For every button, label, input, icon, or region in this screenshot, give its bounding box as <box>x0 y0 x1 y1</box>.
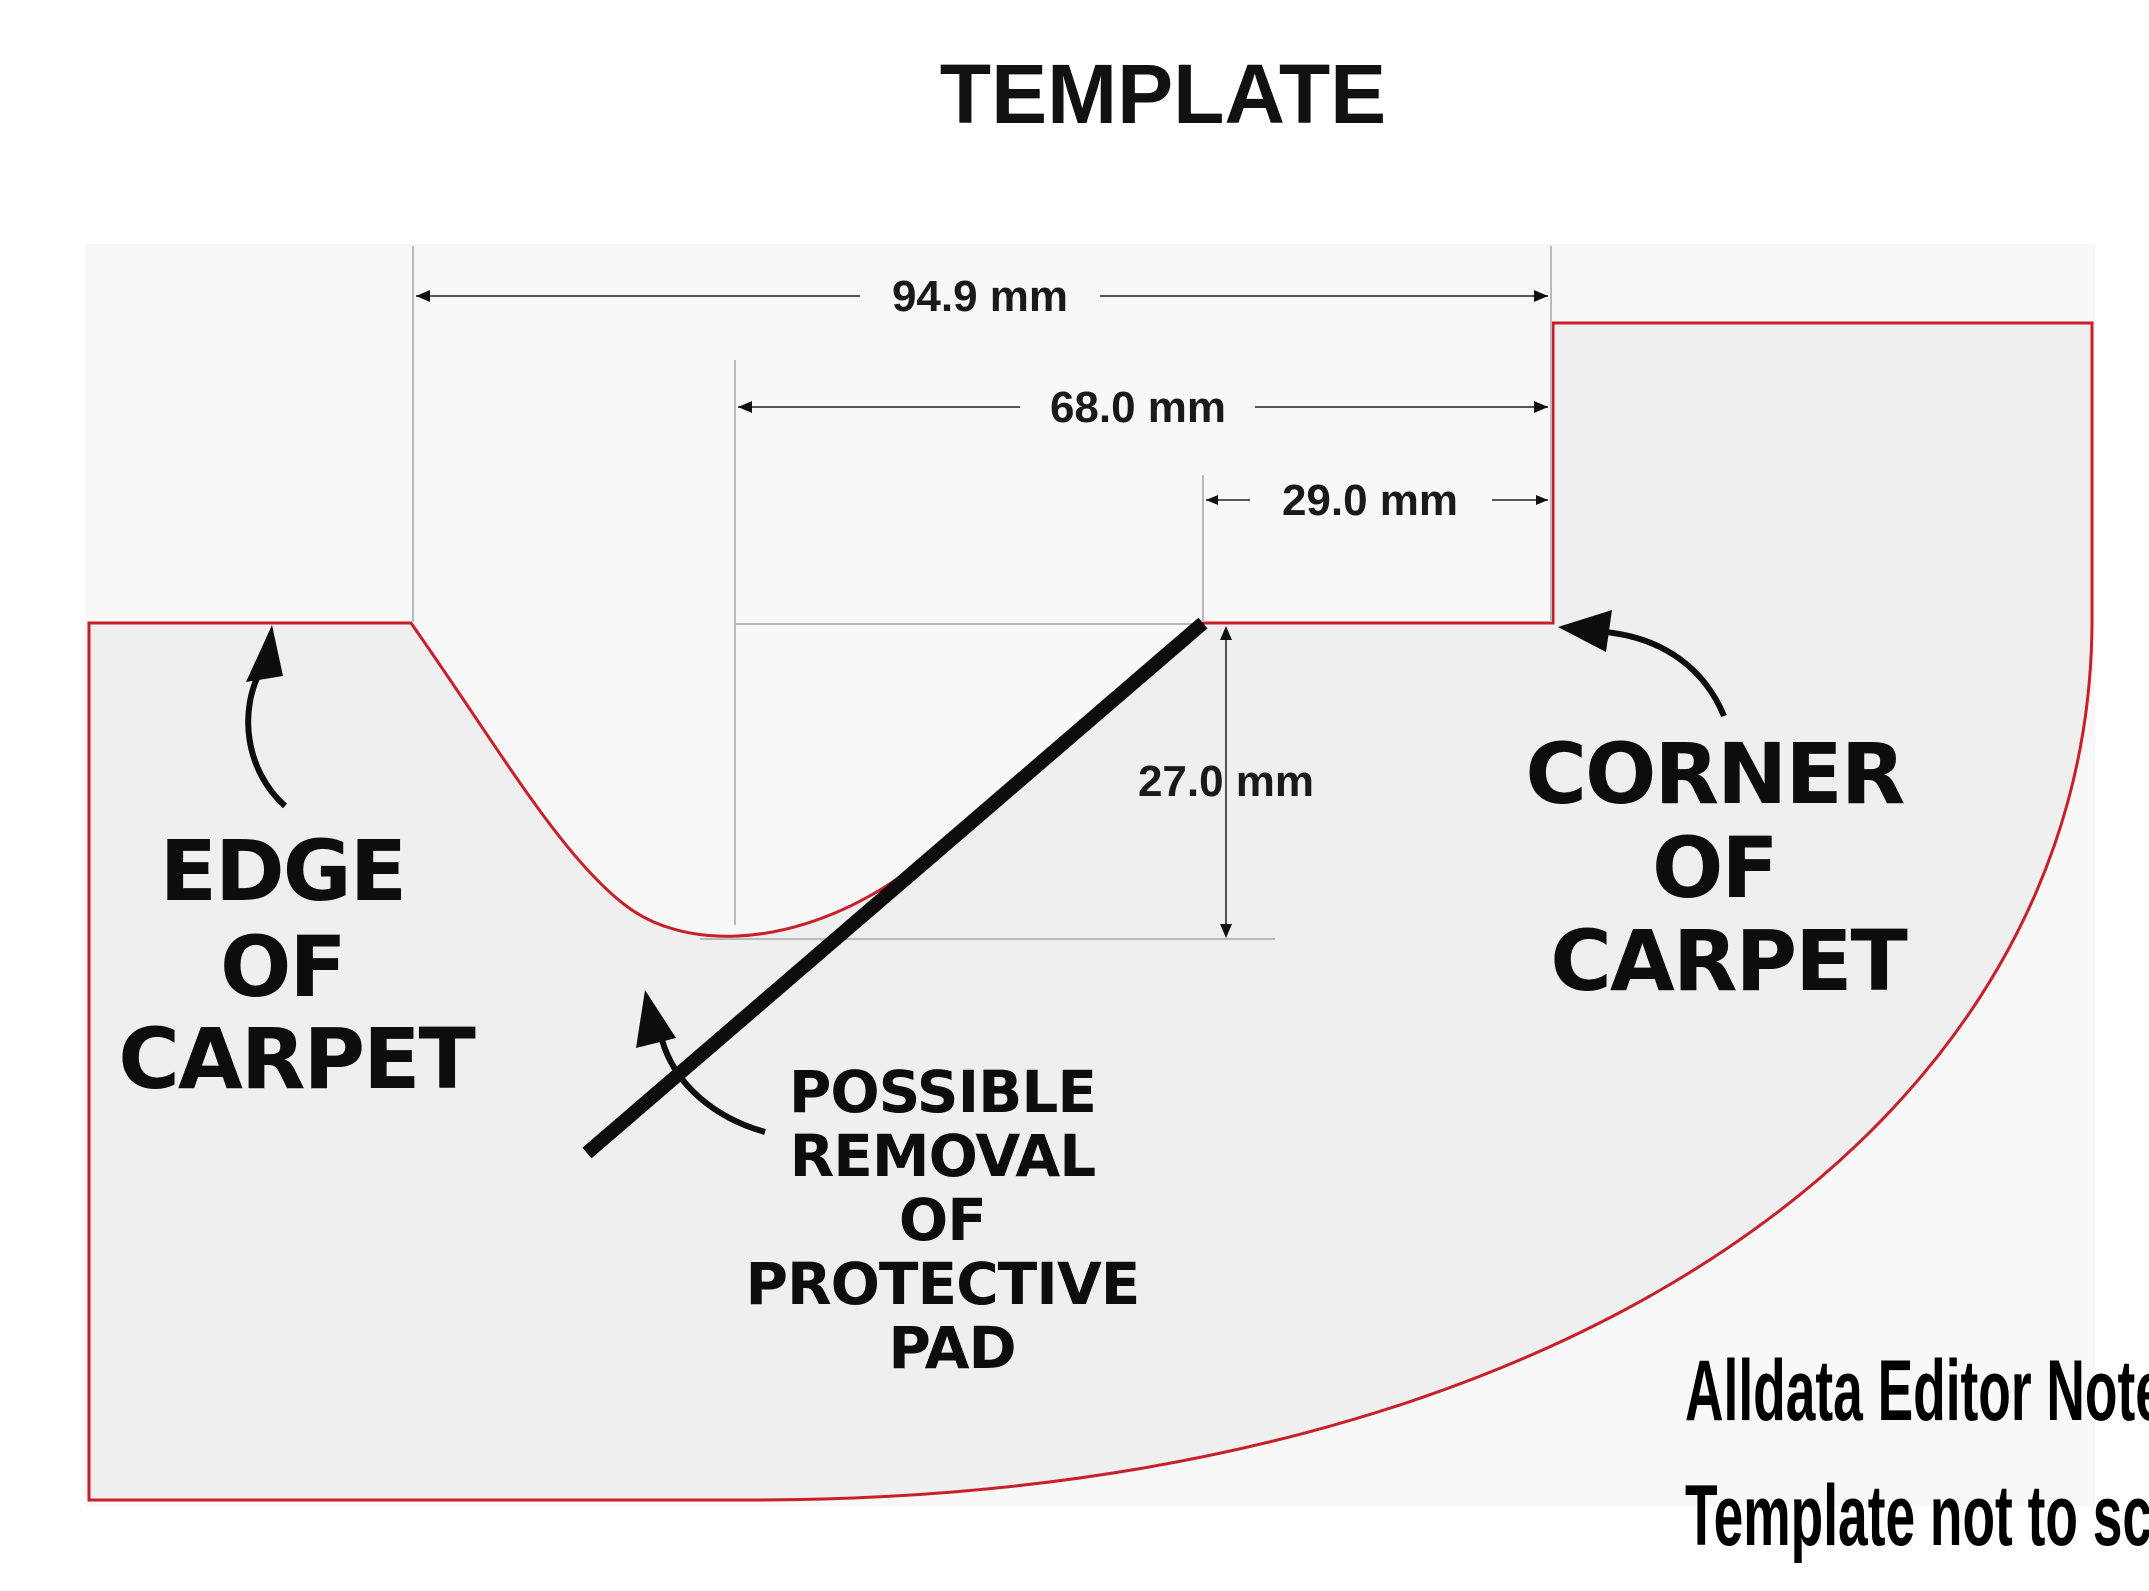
corner-label-line-3: CARPET <box>1550 912 1907 1010</box>
dimension-label-notch-to-corner: 68.0 mm <box>1050 383 1226 432</box>
dimension-notch-to-corner: 68.0 mm <box>738 383 1548 432</box>
protective-pad-callout: POSSIBLE REMOVAL OF PROTECTIVE PAD <box>636 990 1158 1382</box>
corner-label-line-1: CORNER <box>1525 725 1903 823</box>
dimension-notch-depth: 27.0 mm <box>1138 626 1314 938</box>
edge-arrowhead <box>246 625 283 682</box>
pad-label-line-2: REMOVAL <box>790 1122 1096 1190</box>
dimension-label-overall-width: 94.9 mm <box>892 272 1068 321</box>
edge-label-line-3: CARPET <box>118 1010 475 1108</box>
editor-note: Alldata Editor Note: Template not to sca… <box>1685 1343 2149 1564</box>
protective-pad-label: POSSIBLE REMOVAL OF PROTECTIVE PAD <box>745 1058 1158 1382</box>
extension-lines <box>412 246 1552 940</box>
dimension-overall-width: 94.9 mm <box>416 272 1548 321</box>
pad-arrow <box>659 1039 766 1135</box>
editor-note-line-1: Alldata Editor Note: <box>1685 1343 2149 1439</box>
edge-arrow <box>245 666 288 809</box>
corner-of-carpet-label: CORNER OF CARPET <box>1525 725 1930 1010</box>
corner-arrow <box>1604 629 1727 718</box>
edge-label-line-1: EDGE <box>160 822 405 920</box>
page-title: TEMPLATE <box>940 47 1386 141</box>
edge-of-carpet-label: EDGE OF CARPET <box>118 822 475 1108</box>
editor-note-line-2: Template not to scale. <box>1685 1468 2149 1564</box>
edge-of-carpet-callout: EDGE OF CARPET <box>118 625 477 1108</box>
dimension-label-pad-to-corner: 29.0 mm <box>1282 476 1458 525</box>
corner-arrowhead <box>1558 610 1612 652</box>
corner-of-carpet-callout: CORNER OF CARPET <box>1525 610 1930 1010</box>
pad-label-line-4: PROTECTIVE <box>745 1250 1139 1318</box>
dimension-label-notch-depth: 27.0 mm <box>1138 757 1314 806</box>
pad-label-line-3: OF <box>899 1186 986 1254</box>
pad-label-line-1: POSSIBLE <box>789 1058 1096 1126</box>
protective-pad-line <box>582 617 1208 1159</box>
pad-label-line-5: PAD <box>888 1314 1015 1382</box>
edge-label-line-2: OF <box>220 918 345 1016</box>
corner-label-line-2: OF <box>1652 819 1777 917</box>
pad-arrowhead <box>636 990 676 1048</box>
dimension-pad-to-corner: 29.0 mm <box>1206 476 1548 525</box>
